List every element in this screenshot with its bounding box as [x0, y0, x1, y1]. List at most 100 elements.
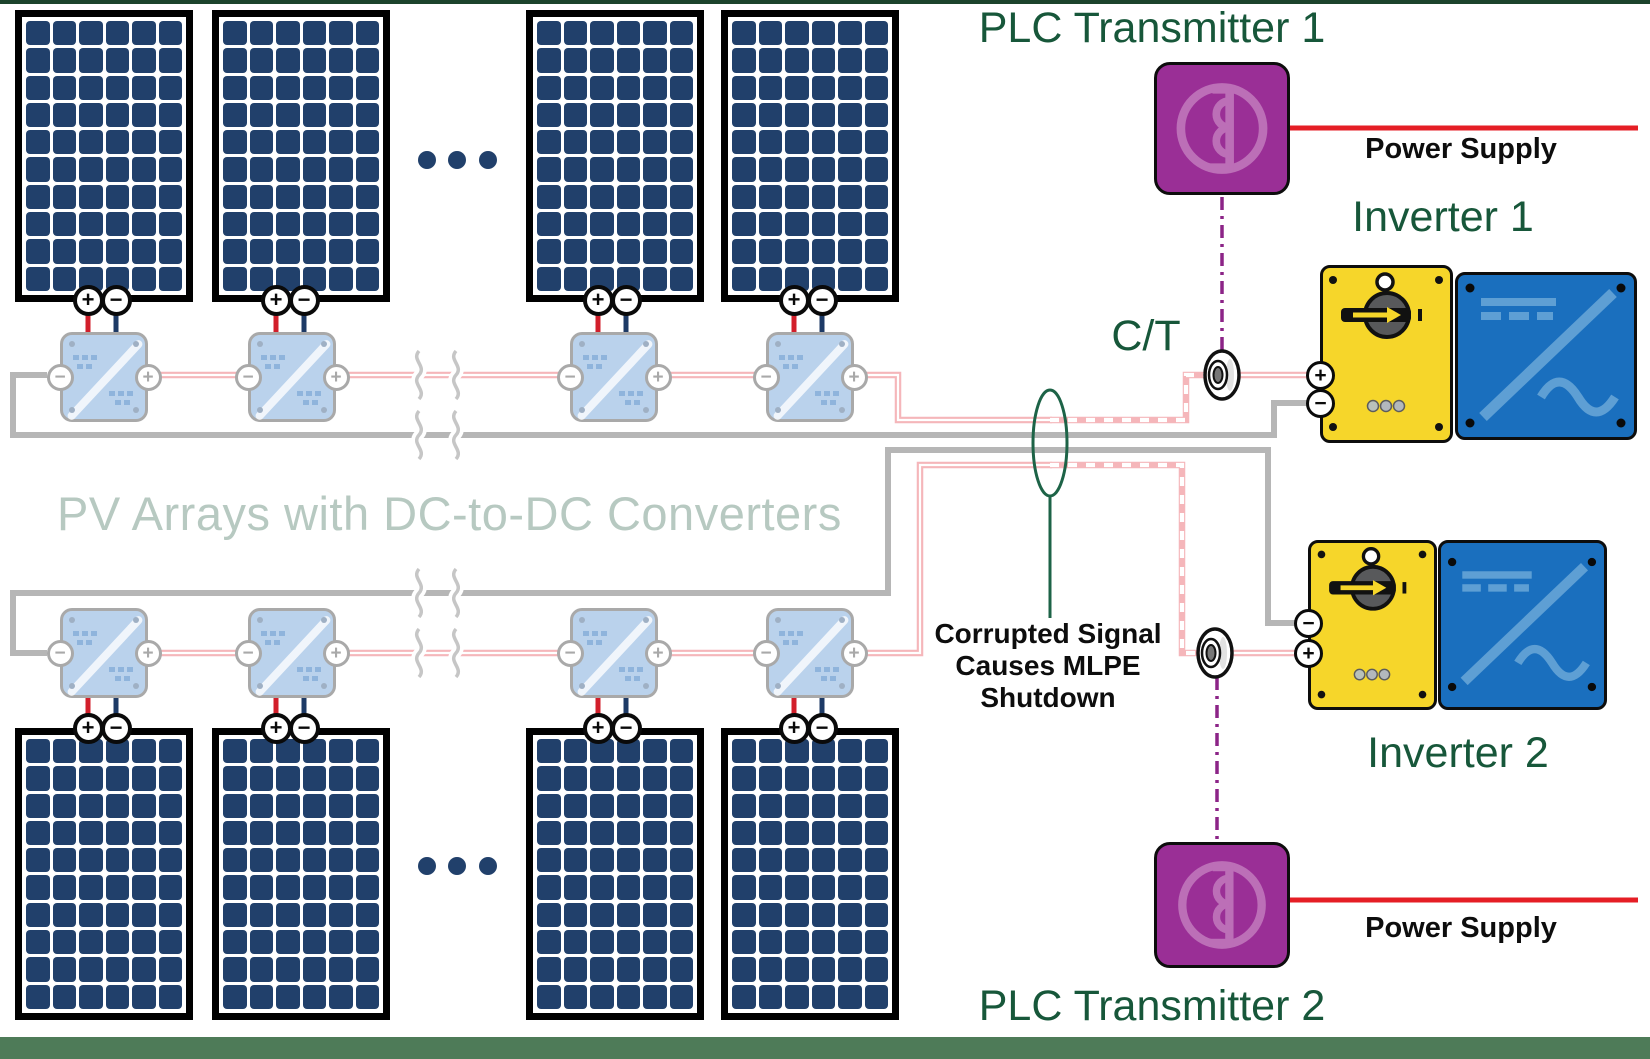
ellipsis-dot	[479, 151, 497, 169]
pv-cell	[79, 21, 103, 46]
pv-cell	[785, 875, 809, 900]
circuit-mark	[779, 355, 805, 360]
pv-cell	[838, 902, 862, 928]
string2-return-bus	[10, 447, 1296, 656]
pv-cell	[669, 102, 693, 128]
screw-dot	[579, 407, 585, 413]
panel-plus-terminal: +	[260, 284, 292, 316]
screw-dot	[643, 617, 649, 623]
pv-cell	[758, 930, 782, 955]
pv-cell	[105, 21, 129, 46]
pv-cell	[329, 793, 353, 818]
pv-cell	[811, 875, 835, 900]
corruption-ellipse	[1031, 388, 1069, 498]
pv-cell	[249, 157, 273, 182]
disconnect-switch-icon	[1329, 272, 1443, 431]
wire-break-mark	[415, 627, 423, 679]
pv-cell	[838, 48, 862, 73]
plc-transmitter-2-box	[1154, 842, 1290, 968]
pv-cell	[537, 766, 561, 791]
pv-cell	[276, 48, 300, 73]
wire-break-mark	[452, 349, 460, 401]
pv-cell	[158, 102, 182, 128]
screw-dot	[69, 617, 75, 623]
screw-dot	[839, 407, 845, 413]
pv-cell	[132, 102, 156, 128]
pv-cell	[864, 266, 888, 291]
pv-cell	[355, 184, 379, 210]
circuit-mark	[783, 364, 801, 369]
pv-cell	[276, 766, 300, 791]
screw-dot	[69, 341, 75, 347]
pv-cell	[864, 21, 888, 46]
pv-cell	[52, 739, 76, 764]
pv-cell	[669, 930, 693, 955]
pv-cell	[785, 820, 809, 846]
pv-cell	[79, 793, 103, 818]
screw-dot	[775, 683, 781, 689]
pv-cell	[329, 930, 353, 955]
pv-cell	[732, 793, 756, 818]
pv-cell	[864, 212, 888, 237]
screw-dot	[257, 341, 263, 347]
pv-cell	[864, 875, 888, 900]
converter-plus-terminal: +	[840, 639, 868, 667]
pv-cell	[355, 75, 379, 100]
pv-cell	[52, 793, 76, 818]
pv-cell	[249, 793, 273, 818]
pv-cell	[669, 130, 693, 155]
panel-minus-terminal: −	[100, 284, 132, 316]
pv-cell	[838, 266, 862, 291]
pv-cell	[79, 766, 103, 791]
pv-cell	[838, 930, 862, 955]
pv-cell	[52, 930, 76, 955]
pv-cell	[52, 902, 76, 928]
panel-plus-terminal: +	[582, 284, 614, 316]
pv-cell	[276, 820, 300, 846]
pv-cell	[302, 157, 326, 182]
pv-cell	[105, 184, 129, 210]
dc-dc-converter	[570, 332, 658, 422]
dc-to-ac-symbol	[1465, 283, 1626, 428]
pv-cell	[249, 212, 273, 237]
pv-cell	[643, 184, 667, 210]
pv-cell	[355, 848, 379, 873]
pv-cell	[838, 184, 862, 210]
pv-cell	[616, 984, 640, 1009]
dc-dc-converter	[766, 332, 854, 422]
pv-cell	[329, 130, 353, 155]
pv-cell	[643, 102, 667, 128]
pv-cell	[563, 793, 587, 818]
screw-dot	[839, 341, 845, 347]
pv-cell	[276, 902, 300, 928]
pv-cell	[785, 930, 809, 955]
pv-cell	[864, 984, 888, 1009]
pv-cell	[669, 793, 693, 818]
pv-cell	[52, 848, 76, 873]
pv-cell	[355, 984, 379, 1009]
pv-cell	[758, 21, 782, 46]
pv-cell	[52, 102, 76, 128]
circuit-mark	[115, 400, 133, 405]
pv-cell	[276, 984, 300, 1009]
inverter-2-minus-terminal: −	[1294, 609, 1323, 638]
pv-cell	[52, 820, 76, 846]
pv-cell	[276, 21, 300, 46]
pv-cell	[276, 102, 300, 128]
pv-cell	[563, 984, 587, 1009]
pv-cell	[158, 848, 182, 873]
pv-cell	[223, 75, 247, 100]
converter-plus-terminal: +	[644, 363, 672, 391]
pv-cell	[355, 957, 379, 982]
converter-plus-terminal: +	[644, 639, 672, 667]
pv-cell	[758, 957, 782, 982]
pv-cell	[52, 984, 76, 1009]
pv-cell	[537, 157, 561, 182]
circuit-mark	[821, 676, 839, 681]
pv-cell	[105, 239, 129, 264]
screw-dot	[775, 617, 781, 623]
pv-cell	[563, 239, 587, 264]
pv-cell	[864, 820, 888, 846]
pv-cell	[669, 239, 693, 264]
pv-cell	[643, 157, 667, 182]
